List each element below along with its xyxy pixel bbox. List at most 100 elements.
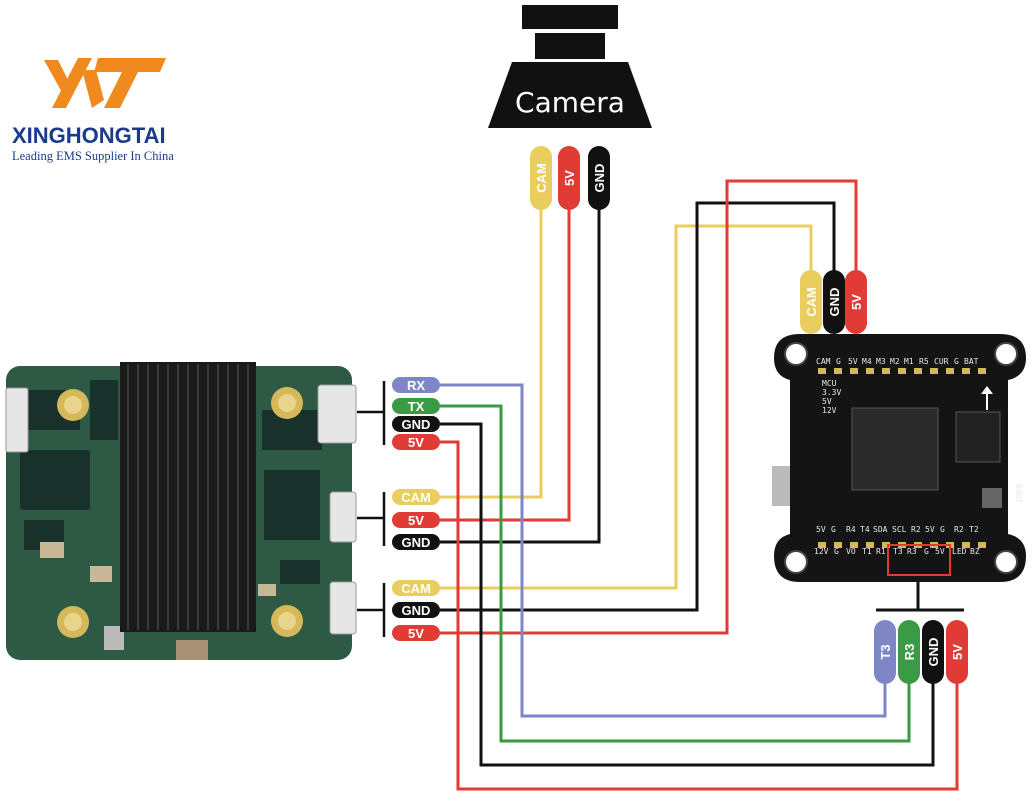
fc-boot-button xyxy=(982,488,1002,508)
wire-uart-5v xyxy=(440,440,959,791)
wires xyxy=(357,179,964,791)
camera-top-block-icon xyxy=(522,5,618,29)
fc-silk-bottom-row1: 5V G R4 T4 SDA SCL R2 5V G R2 T2 xyxy=(816,525,979,534)
fc-silk-top-row: CAM G 5V M4 M3 M2 M1 R5 CUR G BAT xyxy=(816,357,979,366)
fc-silk-top-3: M4 xyxy=(862,357,872,366)
fc-silk-b1-9: R2 xyxy=(954,525,964,534)
label-vtxin-cam: CAM xyxy=(401,490,431,505)
vtx-cam-out-connector xyxy=(329,581,357,635)
fc-silk-top-7: R5 xyxy=(919,357,929,366)
fc-silk-b2-8: 5V xyxy=(935,547,945,556)
wire-camera-5v xyxy=(440,205,571,522)
fc-silk-b2-3: T1 xyxy=(862,547,872,556)
pill-fc-5v xyxy=(845,270,867,334)
pill-fc-cam xyxy=(800,270,822,334)
fc-silk-b1-0: 5V xyxy=(816,525,826,534)
fc-gyro-chip xyxy=(955,411,1001,463)
camera: Camera xyxy=(488,5,652,128)
vtx-cam-out-pins: CAM GND 5V xyxy=(392,580,440,641)
pill-vtxout-gnd xyxy=(392,602,440,618)
fc-uart3-highlight xyxy=(887,544,951,576)
fc-arrow-icon xyxy=(981,386,993,410)
fc-mcu-chip xyxy=(851,407,939,491)
label-camera-gnd: GND xyxy=(592,164,607,193)
fc-pads-top xyxy=(818,368,986,374)
fc-silk-side-1: 3.3V xyxy=(822,388,841,397)
fc-silk-b1-5: SCL xyxy=(892,525,907,534)
wire-fc-5v xyxy=(440,179,858,635)
company-name: XINGHONGTAI xyxy=(12,123,166,148)
fc-silk-b1-2: R4 xyxy=(846,525,856,534)
fc-silk-b2-6: R3 xyxy=(907,547,917,556)
vtx-heatsink xyxy=(120,362,256,632)
fc-silk-top-10: BAT xyxy=(964,357,979,366)
fc-silk-b2-2: VO xyxy=(846,547,856,556)
wire-uart-gnd xyxy=(440,422,935,767)
wire-fc-cam xyxy=(440,224,813,590)
label-fc-r3: R3 xyxy=(902,644,917,661)
camera-mid-block-icon xyxy=(535,33,605,59)
pill-vtx-rx xyxy=(392,377,440,393)
fc-silk-b2-10: BZ xyxy=(970,547,980,556)
vtx-mount-holes xyxy=(57,387,303,638)
label-vtx-gnd: GND xyxy=(402,417,431,432)
camera-pins: CAM 5V GND xyxy=(530,146,610,210)
vtx-cam-in-pins: CAM 5V GND xyxy=(392,489,440,550)
pill-fc-uart-5v xyxy=(946,620,968,684)
fc-silk-boot: BOOT xyxy=(1014,484,1023,503)
fc-silk-top-4: M3 xyxy=(876,357,886,366)
label-fc-gnd: GND xyxy=(827,288,842,317)
fc-silk-top-2: 5V xyxy=(848,357,858,366)
fc-silk-b1-6: R2 xyxy=(911,525,921,534)
fc-silk-b2-9: LED xyxy=(952,547,967,556)
vtx-cam-in-connector xyxy=(329,491,357,543)
pill-vtxout-cam xyxy=(392,580,440,596)
pill-camera-cam xyxy=(530,146,552,210)
fc-silk-side: MCU 3.3V 5V 12V xyxy=(822,379,841,415)
fc-silk-b2-4: R1 xyxy=(876,547,886,556)
pill-vtxin-5v xyxy=(392,512,440,528)
pill-camera-5v xyxy=(558,146,580,210)
wire-fc-gnd xyxy=(440,201,836,612)
fc-silk-top-0: CAM xyxy=(816,357,831,366)
pill-vtx-gnd xyxy=(392,416,440,432)
label-vtxout-cam: CAM xyxy=(401,581,431,596)
label-vtx-5v: 5V xyxy=(408,435,424,450)
fc-silk-b1-8: G xyxy=(940,525,945,534)
label-fc-uart-5v: 5V xyxy=(950,644,965,660)
fc-silk-side-2: 5V xyxy=(822,397,832,406)
fc-silk-b1-1: G xyxy=(831,525,836,534)
fc-silk-b1-4: SDA xyxy=(873,525,888,534)
label-fc-uart-gnd: GND xyxy=(926,638,941,667)
fc-camera-pins: CAM GND 5V xyxy=(800,270,867,334)
fc-silk-side-3: 12V xyxy=(822,406,837,415)
camera-label: Camera xyxy=(515,86,625,119)
label-vtx-tx: TX xyxy=(408,399,425,414)
label-fc-5v: 5V xyxy=(849,294,864,310)
fc-silk-b2-0: 12V xyxy=(814,547,829,556)
fc-silk-b2-5: T3 xyxy=(893,547,903,556)
fc-silk-top-6: M1 xyxy=(904,357,914,366)
pill-vtx-tx xyxy=(392,398,440,414)
fc-silk-b2-7: G xyxy=(924,547,929,556)
wire-tx-r3 xyxy=(440,404,911,743)
camera-body-icon xyxy=(488,62,652,128)
fc-mount-holes xyxy=(784,342,1018,574)
vtx-connectors xyxy=(5,384,357,635)
fc-silk-b2-1: G xyxy=(834,547,839,556)
vtx-brackets xyxy=(357,381,386,637)
vtx-uart-connector xyxy=(317,384,357,444)
fc-silk-top-5: M2 xyxy=(890,357,900,366)
pill-fc-t3 xyxy=(874,620,896,684)
pill-fc-uart-gnd xyxy=(922,620,944,684)
label-fc-cam: CAM xyxy=(804,287,819,317)
fc-silk-side-0: MCU xyxy=(822,379,837,388)
company-tagline: Leading EMS Supplier In China xyxy=(12,149,174,163)
label-camera-cam: CAM xyxy=(534,163,549,193)
pill-vtxout-5v xyxy=(392,625,440,641)
fc-silk-b1-3: T4 xyxy=(860,525,870,534)
label-vtxin-5v: 5V xyxy=(408,513,424,528)
fc-silk-top-1: G xyxy=(836,357,841,366)
fc-usb-port xyxy=(772,466,790,506)
